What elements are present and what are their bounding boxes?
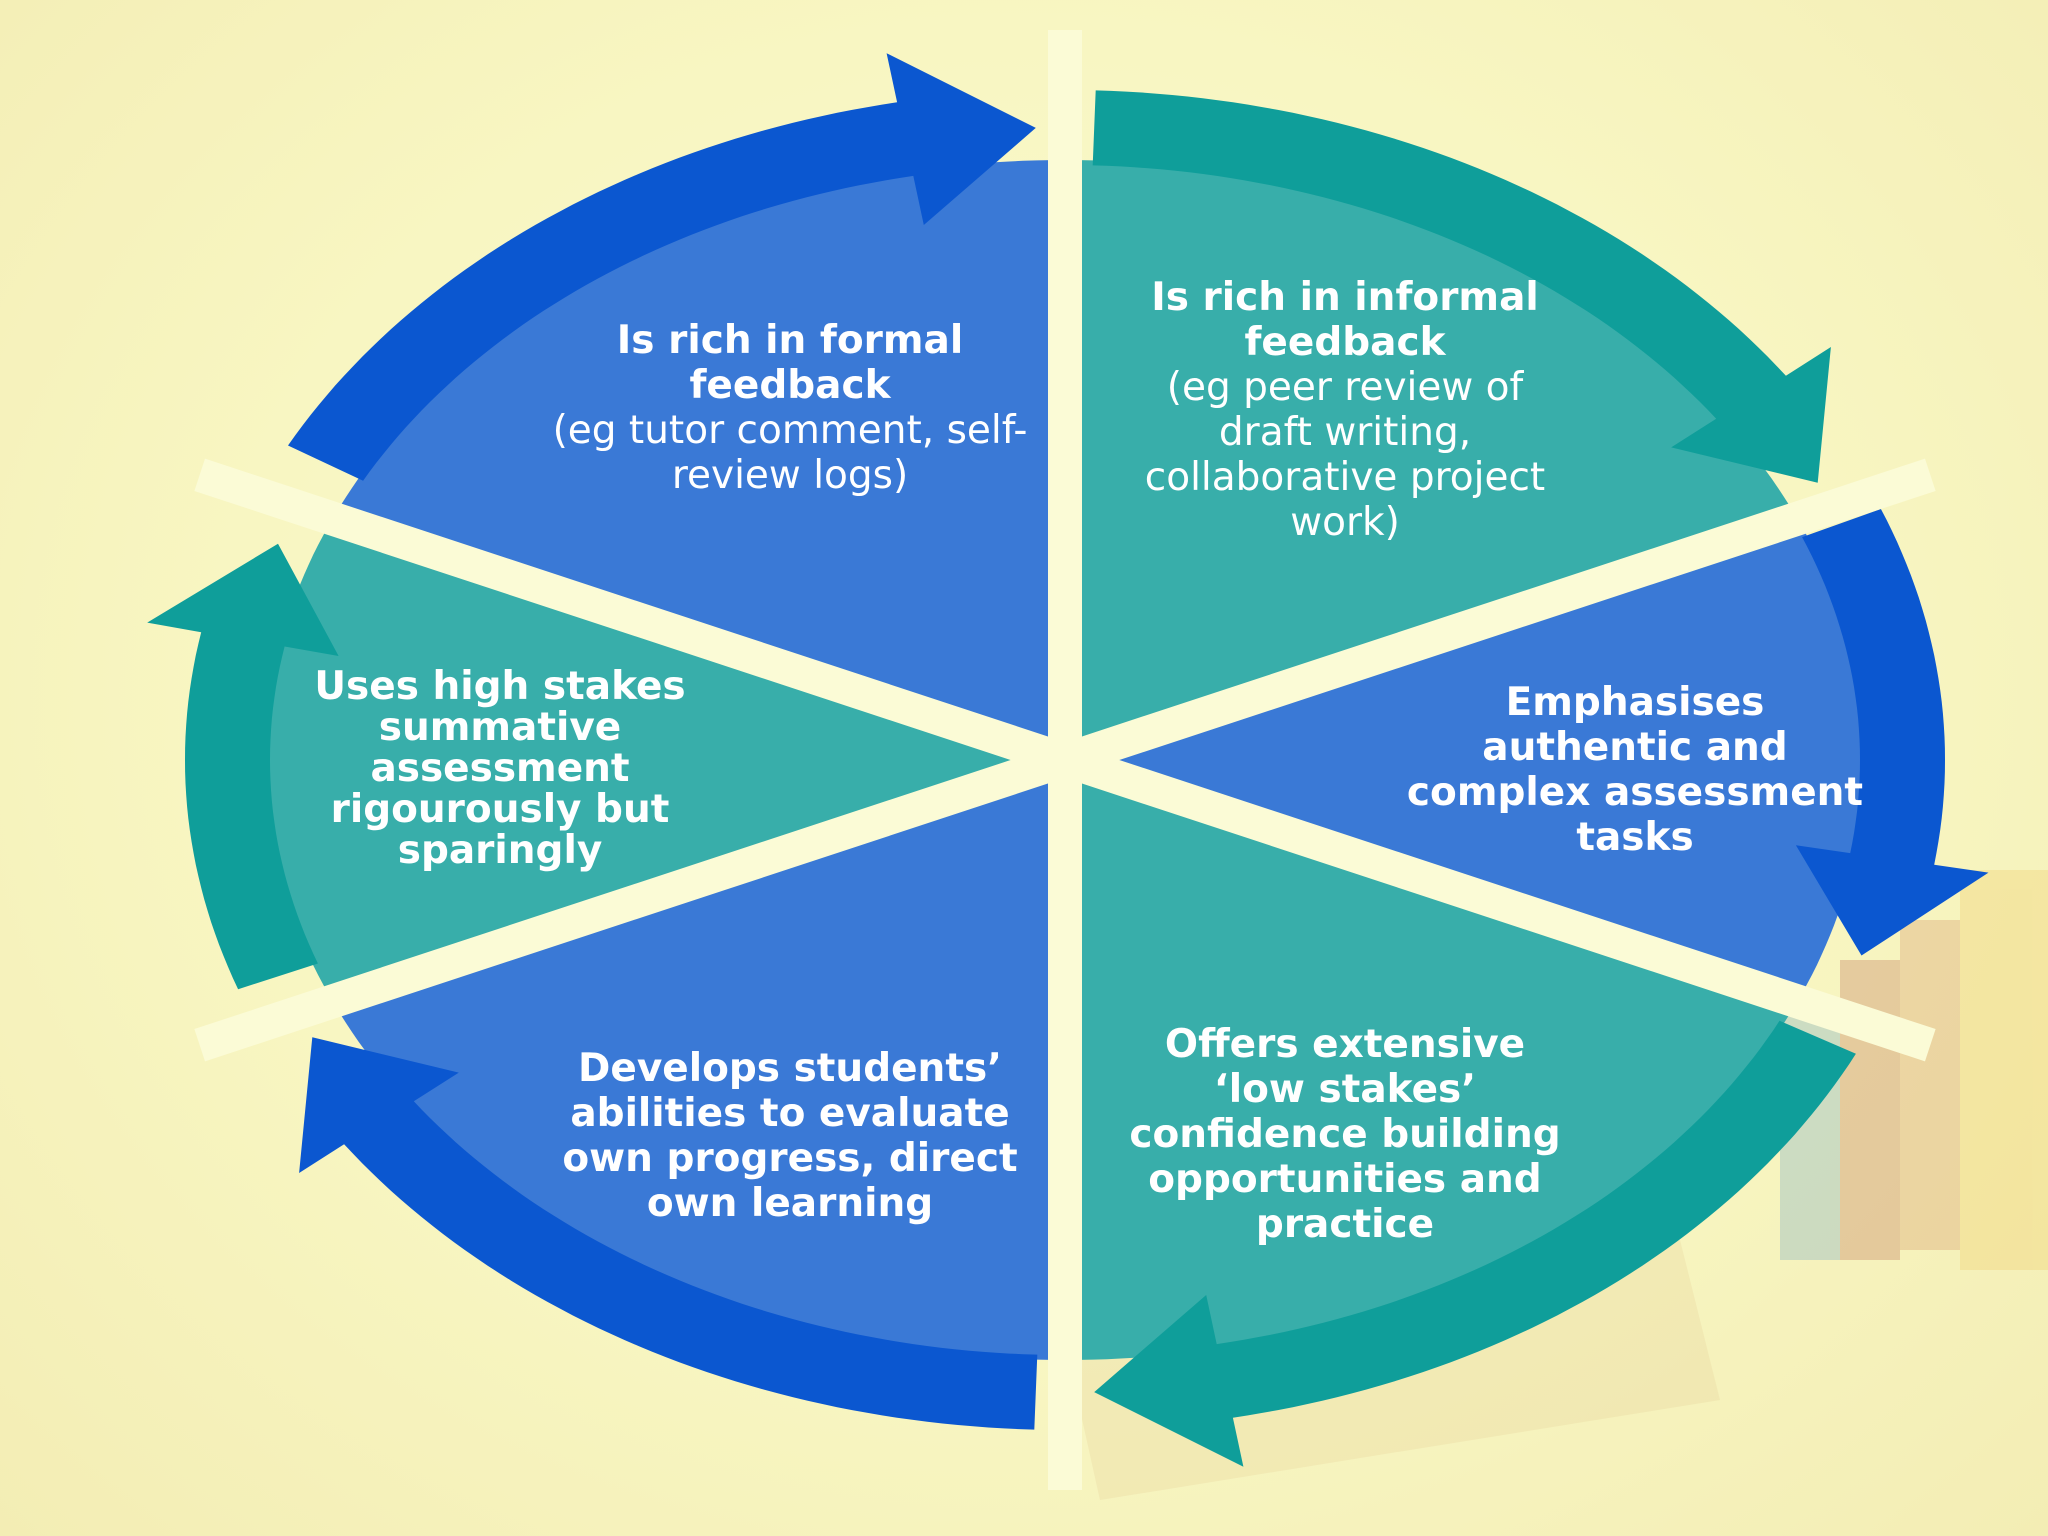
arrow-right [1795, 509, 1989, 956]
segment-left [265, 525, 1065, 995]
segment-divider-2 [1059, 458, 1936, 777]
segment-right [1065, 525, 1865, 995]
segment-top-right-title: Is rich in informal feedback [1151, 275, 1539, 365]
segment-bottom-left-label: Develops students’ abilities to evaluate… [560, 1046, 1020, 1226]
segment-top-left-label: Is rich in formal feedback (eg tutor com… [545, 318, 1035, 498]
segment-divider-6 [194, 458, 1071, 777]
segment-bottom-right [1065, 760, 1802, 1360]
arrow-top-right [1092, 90, 1831, 483]
segment-top-right-label: Is rich in informal feedback (eg peer re… [1130, 275, 1560, 545]
segment-bottom-left [328, 760, 1066, 1360]
segment-right-title: Emphasises authentic and complex assessm… [1406, 680, 1864, 860]
arrow-top-left [288, 53, 1036, 481]
segment-top-right-detail: (eg peer review of draft writing, collab… [1144, 365, 1546, 545]
arrow-bottom-left [299, 1037, 1038, 1430]
segment-top-right [1065, 160, 1802, 760]
segment-bottom-left-title: Develops students’ abilities to evaluate… [562, 1046, 1018, 1226]
segment-divider-3 [1059, 743, 1936, 1062]
segment-top-left-title: Is rich in formal feedback [616, 318, 964, 408]
segment-left-title: Uses high stakes summative assessment ri… [314, 664, 686, 873]
segment-left-label: Uses high stakes summative assessment ri… [305, 666, 695, 871]
arrow-left [147, 543, 339, 990]
segment-bottom-right-title: Offers extensive ‘low stakes’ confidence… [1129, 1022, 1561, 1247]
segment-top-left [328, 160, 1066, 760]
arrow-bottom-right [1094, 1020, 1856, 1467]
segment-divider-5 [194, 743, 1071, 1062]
segment-right-label: Emphasises authentic and complex assessm… [1395, 680, 1875, 860]
segment-bottom-right-label: Offers extensive ‘low stakes’ confidence… [1120, 1022, 1570, 1247]
segment-top-left-detail: (eg tutor comment, self-review logs) [552, 408, 1028, 498]
